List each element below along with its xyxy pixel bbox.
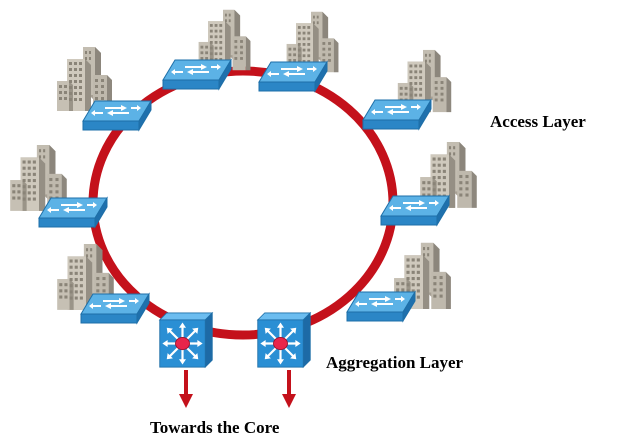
access-switch-icon (346, 291, 416, 322)
access-switch-icon (362, 99, 432, 130)
aggregation-layer-label: Aggregation Layer (326, 353, 464, 372)
access-switch-icon (162, 59, 232, 90)
aggregation-switch-icon (158, 311, 214, 369)
access-layer-label: Access Layer (490, 112, 586, 131)
uplink-arrow (282, 370, 296, 408)
uplink-arrow (179, 370, 193, 408)
access-switch-icon (80, 293, 150, 324)
access-switch-icon (82, 100, 152, 131)
core-direction-label: Towards the Core (150, 418, 280, 437)
access-switch-icon (380, 195, 450, 226)
access-switch-icon (258, 61, 328, 92)
aggregation-switch-icon (256, 311, 312, 369)
access-switch-icon (38, 197, 108, 228)
